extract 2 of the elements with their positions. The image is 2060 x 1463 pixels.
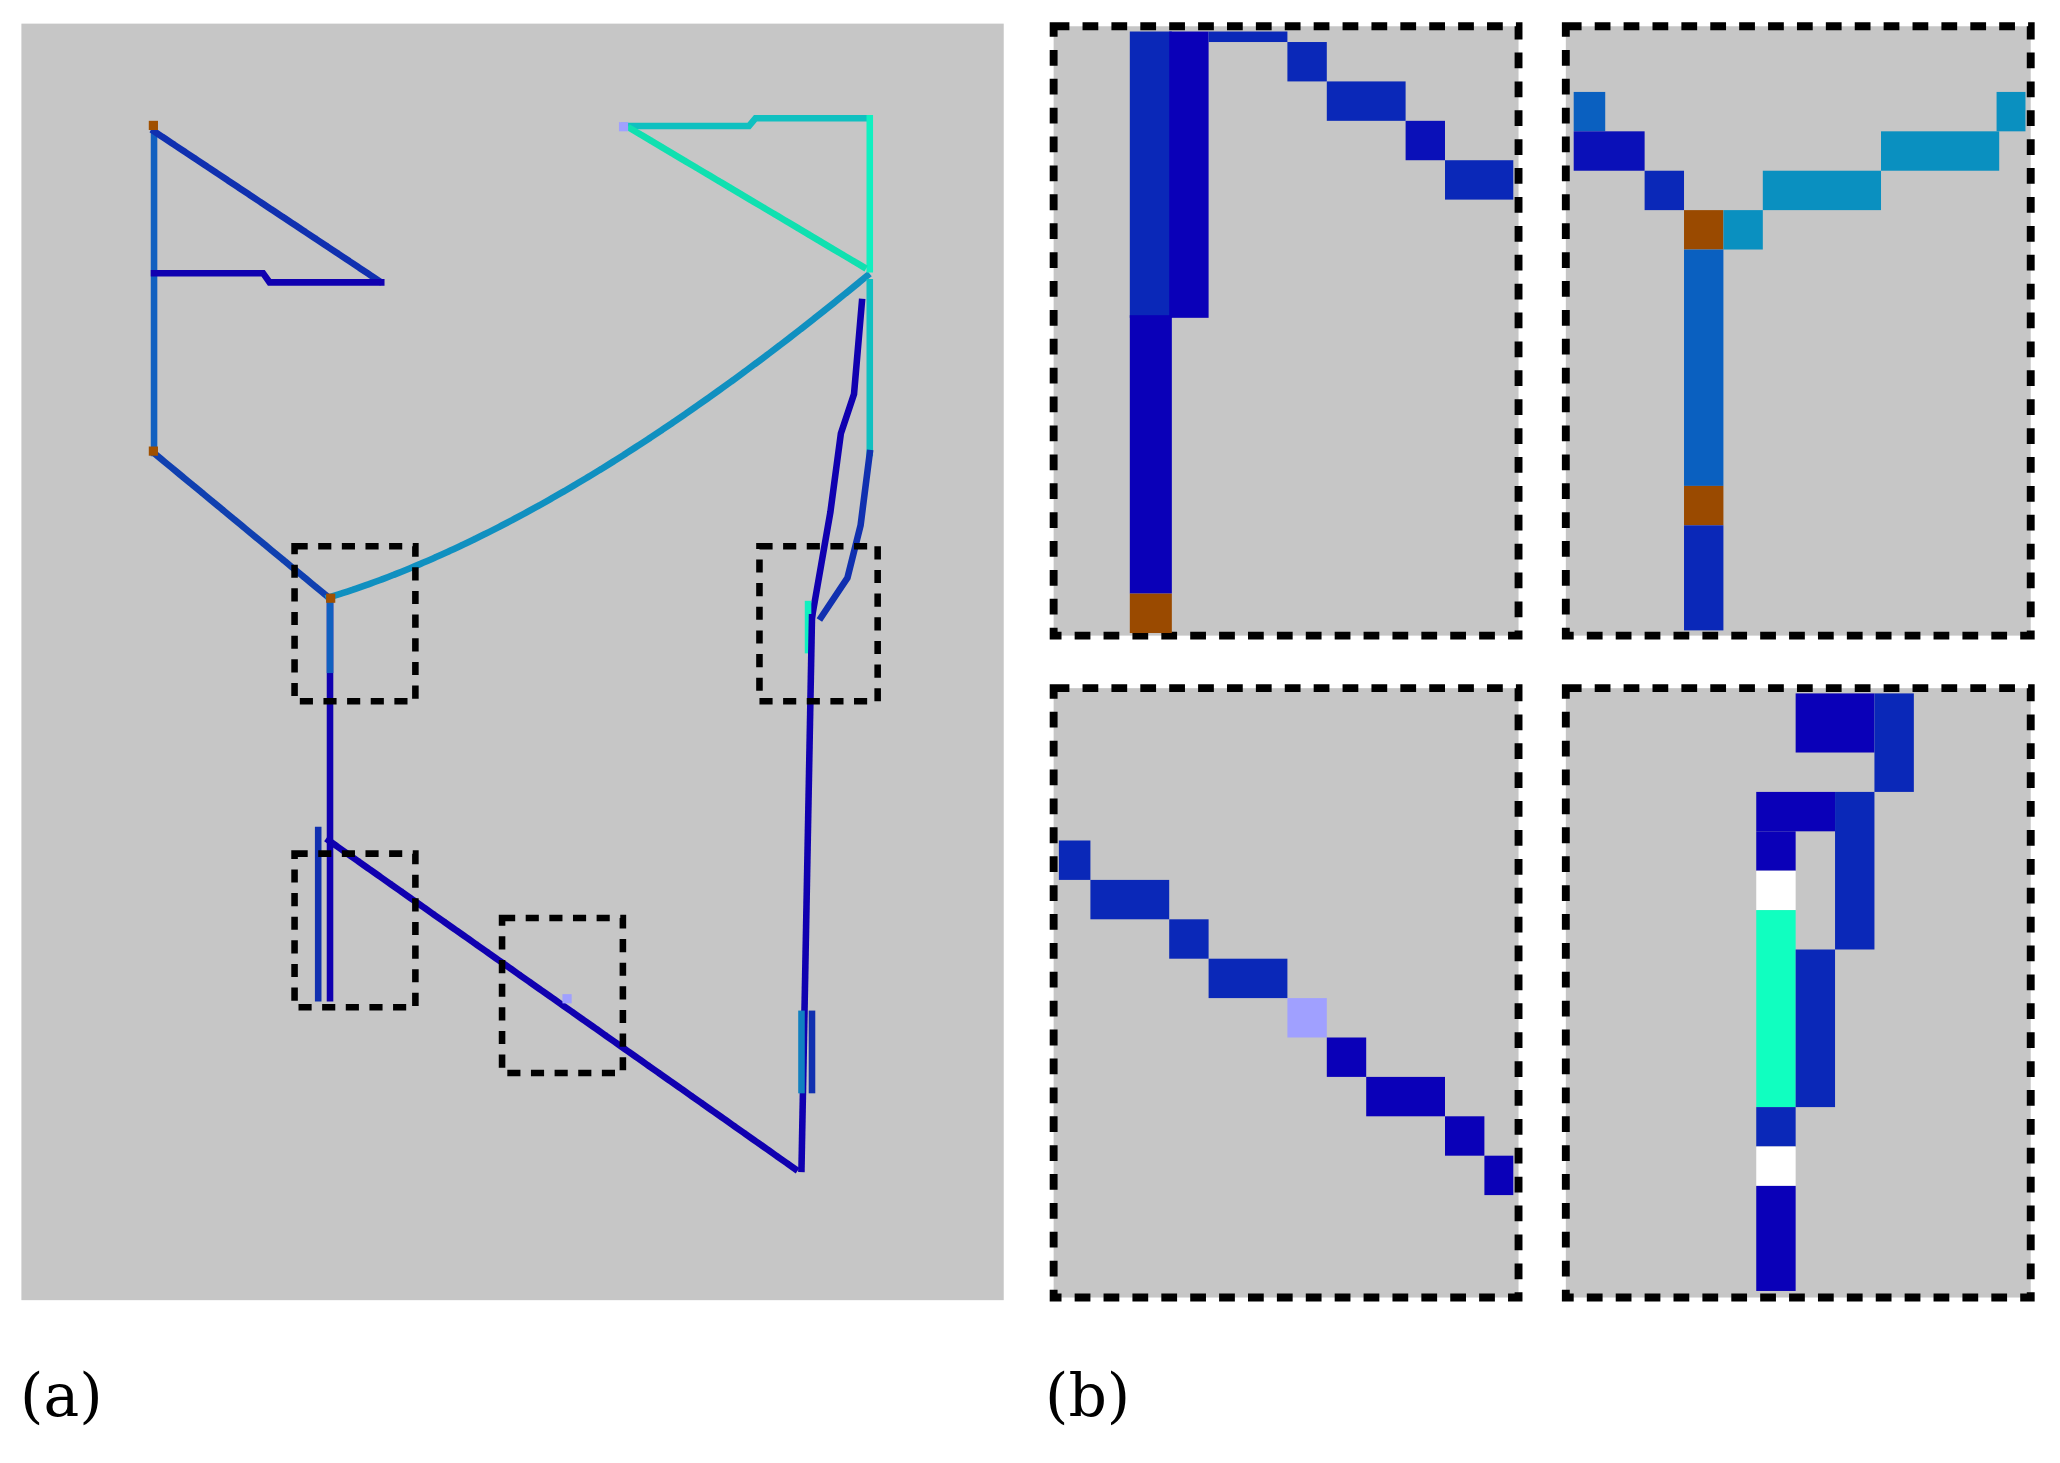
panel-label: (a)	[20, 1365, 103, 1425]
panel-label: (b)	[1045, 1365, 1131, 1425]
